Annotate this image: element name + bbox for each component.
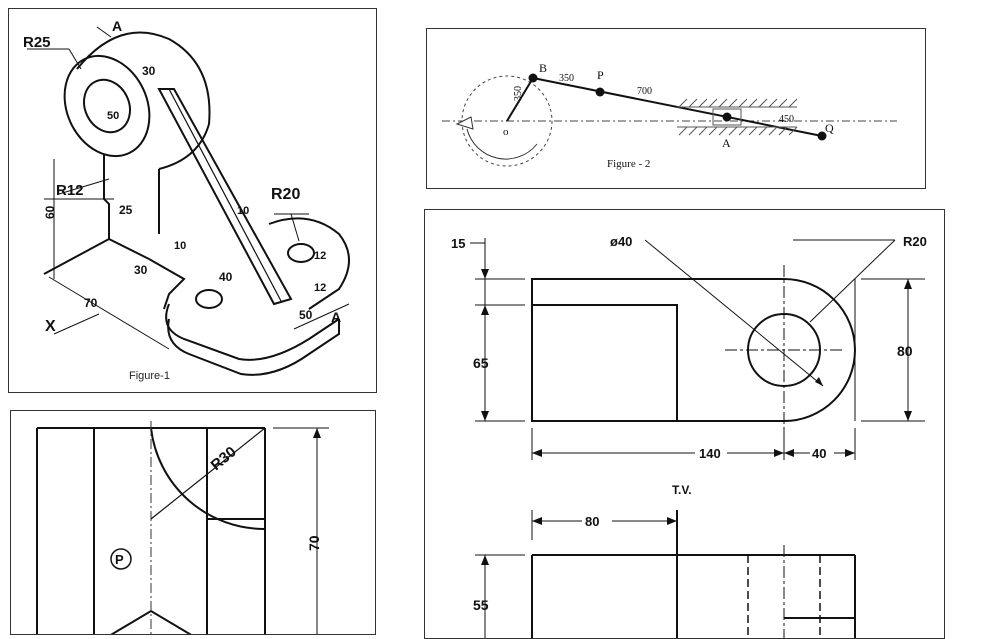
label-b: B (539, 61, 547, 75)
boss-front-face (63, 54, 151, 158)
top-view-outline (531, 278, 856, 422)
figure-4-panel: 15 ø40 R20 65 80 140 40 T.V. 80 55 (424, 209, 945, 639)
dim-50-b: 50 (299, 308, 313, 322)
dim-10-base: 10 (174, 240, 186, 252)
figure-2-panel: B P A Q o 350 350 700 450 Figure - 2 (426, 28, 926, 189)
joint-a (722, 112, 732, 122)
dim-r12: R12 (56, 182, 84, 199)
figure-2-caption: Figure - 2 (607, 158, 650, 170)
label-q: Q (825, 121, 834, 135)
dim-r20: R20 (903, 234, 927, 249)
dim-ob: 350 (513, 86, 524, 101)
dim-80: 80 (897, 343, 913, 359)
slider-block (712, 108, 742, 126)
dim-40: 40 (219, 270, 233, 284)
figure-3-panel: P R30 70 (10, 410, 376, 635)
base-front-edge (165, 303, 340, 361)
dim-140: 140 (699, 446, 721, 461)
r30-arc (150, 427, 266, 531)
figure-1-caption: Figure-1 (129, 370, 170, 382)
top-view-step (532, 304, 678, 421)
boss-hole (83, 78, 131, 134)
dim-30-base: 30 (134, 263, 148, 277)
point-q (817, 131, 827, 141)
dim-55: 55 (473, 597, 489, 613)
dim-aq: 450 (779, 114, 794, 125)
dim-pa: 700 (637, 86, 652, 97)
dim-70: 70 (306, 535, 322, 551)
label-p: P (115, 552, 124, 567)
label-a: A (722, 136, 731, 150)
orthographic-views-drawing: 15 ø40 R20 65 80 140 40 T.V. 80 55 (451, 234, 927, 638)
base-hole-left (195, 289, 223, 309)
rotation-arrow-head (455, 116, 474, 130)
label-o: o (503, 126, 509, 138)
dim-60: 60 (43, 205, 57, 219)
label-p: P (597, 68, 604, 82)
joint-b (528, 73, 538, 83)
base-round-end (268, 217, 350, 310)
dim-30-top: 30 (142, 64, 156, 78)
dim-40: 40 (812, 446, 826, 461)
dim-phi40: ø40 (610, 234, 632, 249)
link-ob (506, 77, 534, 122)
top-view-label: T.V. (672, 483, 692, 497)
partial-view-drawing: P R30 70 (36, 421, 329, 634)
r20-leader (809, 239, 896, 323)
view-x-label: X (45, 318, 56, 335)
slider-crank-drawing: B P A Q o 350 350 700 450 Figure - 2 (442, 61, 897, 170)
dim-bp: 350 (559, 73, 574, 84)
rotation-arrow (466, 128, 538, 160)
boss-back-arc (76, 31, 211, 170)
dim-r20: R20 (271, 186, 300, 203)
crank-circle (461, 75, 553, 167)
phi40-leader (644, 239, 824, 387)
dim-15: 15 (451, 236, 465, 251)
figure-1-panel: R25 A 30 50 R12 60 25 10 R20 10 30 40 12… (8, 8, 377, 393)
isometric-bracket-drawing: R25 A 30 50 R12 60 25 10 R20 10 30 40 12… (23, 18, 350, 382)
point-p (595, 87, 605, 97)
label-p-circle (110, 548, 132, 570)
dim-80-front: 80 (585, 514, 599, 529)
base-hole-right (287, 243, 315, 263)
section-a-bottom: A (331, 309, 341, 325)
dim-25: 25 (119, 203, 133, 217)
dim-65: 65 (473, 355, 489, 371)
section-a-top: A (112, 18, 122, 34)
dim-70: 70 (84, 296, 98, 310)
dim-10-rib: 10 (237, 205, 249, 217)
dim-12-b: 12 (314, 282, 326, 294)
dim-50: 50 (107, 110, 119, 122)
dim-12-a: 12 (314, 250, 326, 262)
dim-r25: R25 (23, 34, 51, 51)
